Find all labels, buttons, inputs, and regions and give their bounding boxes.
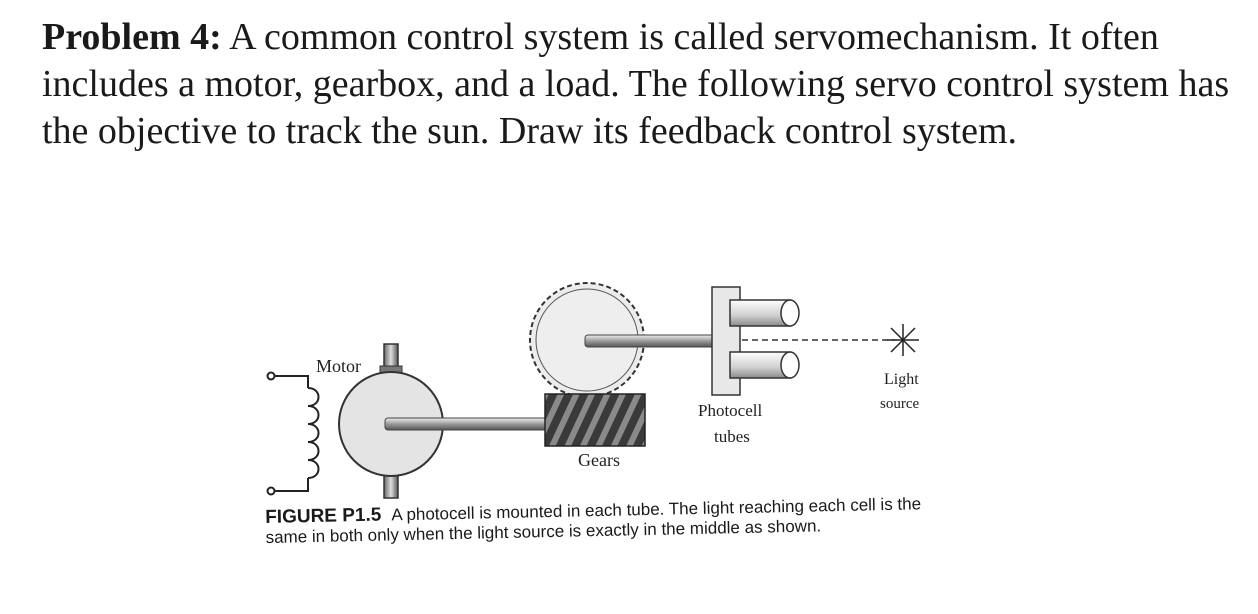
problem-text: A common control system is called servom…: [42, 16, 1230, 152]
problem-statement: Problem 4: A common control system is ca…: [42, 14, 1232, 155]
photocell-assembly: [711, 286, 800, 396]
figure-caption-label: FIGURE P1.5: [264, 504, 382, 528]
photocell-label-line2: tubes: [714, 427, 750, 446]
motor-shaft: [384, 417, 551, 431]
terminal-bottom: [266, 486, 276, 496]
light-source-icon: [887, 324, 919, 356]
motor-coil: [266, 371, 320, 496]
gears-label: Gears: [578, 450, 620, 470]
light-label-line1: Light: [884, 371, 919, 388]
problem-label: Problem 4:: [42, 16, 222, 58]
terminal-top: [266, 371, 276, 381]
light-label-line2: source: [880, 396, 919, 412]
motor-bottom-shaft: [383, 473, 399, 499]
photocell-label-line1: Photocell: [698, 401, 762, 420]
photocell-tube-lower: [729, 351, 791, 379]
worm-gear: [544, 393, 646, 447]
photocell-tube-upper: [729, 299, 791, 327]
motor-label: Motor: [316, 356, 361, 376]
gear-shaft: [584, 334, 718, 348]
